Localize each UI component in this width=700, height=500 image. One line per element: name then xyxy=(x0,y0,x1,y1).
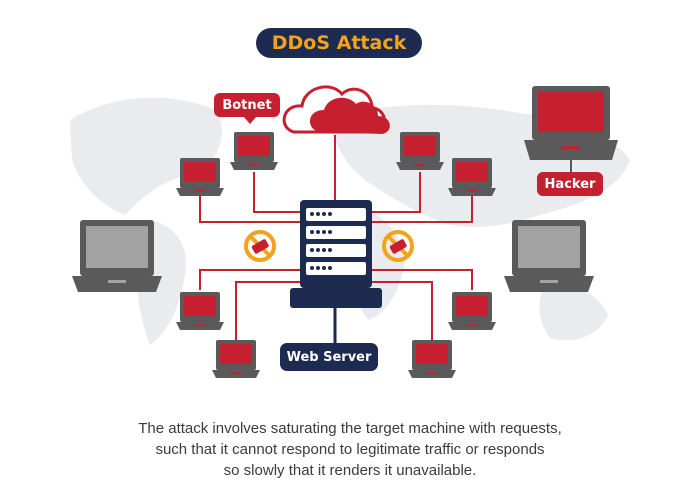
bot-laptop-bottom-right-upper xyxy=(448,292,496,330)
bot-laptop-top-left-lower xyxy=(176,158,224,196)
legit-user-laptop-right xyxy=(504,220,594,292)
bot-laptop-top-right-upper xyxy=(396,132,444,170)
legit-user-laptop-left xyxy=(72,220,162,292)
caption-line-1: The attack involves saturating the targe… xyxy=(138,420,562,437)
bot-laptop-bottom-right-lower xyxy=(408,340,456,378)
web-server xyxy=(290,200,382,343)
bot-laptop-top-right-lower xyxy=(448,158,496,196)
botnet-label: Botnet xyxy=(214,93,280,117)
connection-lines xyxy=(199,135,473,340)
bot-laptop-bottom-left-upper xyxy=(176,292,224,330)
botnet-cloud xyxy=(282,85,390,134)
hacker-label: Hacker xyxy=(537,172,603,196)
caption-line-2: such that it cannot respond to legitimat… xyxy=(155,441,545,458)
hacker-laptop xyxy=(524,86,618,172)
blocked-sign-icon-left xyxy=(244,230,276,262)
cloud-icon xyxy=(309,97,390,134)
page-title: DDoS Attack xyxy=(256,28,422,58)
caption-line-3: so slowly that it renders it unavailable… xyxy=(223,462,477,479)
bot-laptop-bottom-left-lower xyxy=(212,340,260,378)
web-server-label: Web Server xyxy=(280,343,378,371)
botnet-tag-pointer xyxy=(244,117,256,124)
bot-laptop-top-left-upper xyxy=(230,132,278,170)
caption: The attack involves saturating the targe… xyxy=(40,418,660,481)
